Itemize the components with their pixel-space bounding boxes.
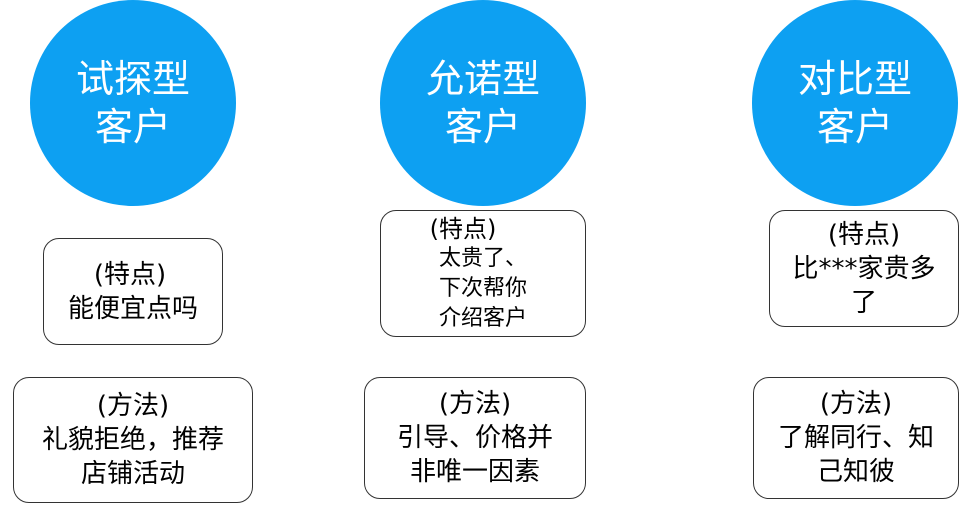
method-box-promising: (方法) 引导、价格并 非唯一因素 [364, 377, 586, 499]
method-text: 非唯一因素 [409, 457, 540, 487]
feature-box-comparing: (特点) 比***家贵多 了 [769, 210, 959, 327]
feature-text: 了 [850, 287, 877, 318]
method-text: 店铺活动 [80, 459, 185, 489]
feature-box-probing: (特点) 能便宜点吗 [43, 238, 223, 345]
method-heading: (方法) [819, 389, 893, 419]
circle-subtitle: 客户 [816, 105, 893, 149]
feature-text: 能便宜点吗 [67, 293, 198, 324]
circle-promising-customer: 允诺型 客户 [380, 0, 586, 206]
feature-heading: (特点) [827, 219, 901, 250]
feature-heading: (特点) [429, 214, 497, 243]
circle-title: 对比型 [797, 57, 912, 101]
feature-text: 介绍客户 [438, 305, 527, 331]
method-text: 引导、价格并 [396, 423, 553, 453]
feature-text: 比***家贵多 [792, 253, 936, 284]
feature-text: 下次帮你 [438, 275, 527, 301]
circle-title: 允诺型 [425, 57, 540, 101]
method-text: 礼貌拒绝，推荐 [41, 425, 224, 455]
method-heading: (方法) [96, 391, 170, 421]
method-box-probing: (方法) 礼貌拒绝，推荐 店铺活动 [13, 377, 253, 503]
method-text: 了解同行、知 [777, 423, 934, 453]
feature-box-promising: (特点) 太贵了、 下次帮你 介绍客户 [380, 210, 586, 337]
method-text: 己知彼 [816, 457, 895, 487]
circle-title: 试探型 [75, 57, 190, 101]
feature-text: 太贵了、 [438, 245, 527, 271]
circle-probing-customer: 试探型 客户 [30, 0, 236, 206]
circle-comparing-customer: 对比型 客户 [752, 0, 958, 206]
method-box-comparing: (方法) 了解同行、知 己知彼 [753, 377, 959, 499]
circle-subtitle: 客户 [94, 105, 171, 149]
circle-subtitle: 客户 [444, 105, 521, 149]
method-heading: (方法) [438, 389, 512, 419]
feature-heading: (特点) [93, 259, 167, 290]
